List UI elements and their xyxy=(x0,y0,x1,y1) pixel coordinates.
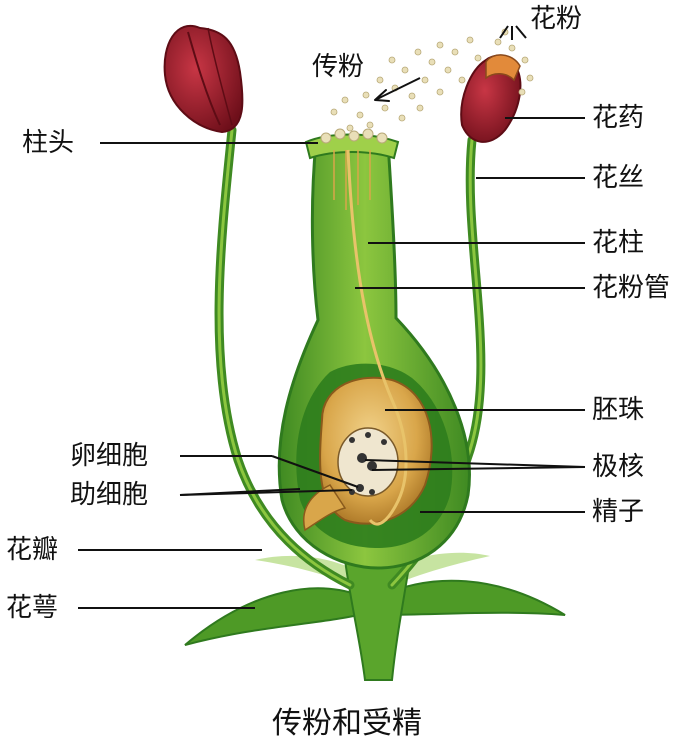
leader-synergid-2 xyxy=(179,488,301,496)
label-style: 花柱 xyxy=(592,228,645,258)
label-anther: 花药 xyxy=(592,103,645,133)
leader-polar-2 xyxy=(371,466,586,471)
anther-right-open xyxy=(485,54,521,82)
sepal-left xyxy=(184,587,374,646)
stalk xyxy=(343,559,412,681)
sepal-right xyxy=(370,579,566,617)
label-sperm: 精子 xyxy=(592,497,645,527)
pollen-callout xyxy=(499,25,527,40)
label-polar-nuclei: 极核 xyxy=(592,452,645,482)
pollination-arrow xyxy=(374,77,421,102)
polar-nucleus-1 xyxy=(357,453,367,463)
leader-egg-cell-diag xyxy=(271,455,359,488)
polar-nucleus-2 xyxy=(367,461,377,471)
embryo-sac xyxy=(337,427,399,497)
label-pollen: 花粉 xyxy=(530,4,583,34)
petal-left xyxy=(255,555,365,590)
label-sepal: 花萼 xyxy=(6,593,59,623)
label-pollen-tube: 花粉管 xyxy=(592,273,671,303)
egg-cell-dot xyxy=(356,484,364,492)
diagram-caption: 传粉和受精 xyxy=(272,706,422,741)
label-filament: 花丝 xyxy=(592,163,645,193)
label-stigma: 柱头 xyxy=(22,128,75,158)
label-synergids: 助细胞 xyxy=(70,480,149,510)
stigma-pollen xyxy=(320,128,388,144)
leader-polar-1 xyxy=(364,459,586,468)
label-pollination: 传粉 xyxy=(312,52,365,82)
label-petal: 花瓣 xyxy=(6,535,59,565)
label-ovule: 胚珠 xyxy=(592,395,645,425)
anther-left xyxy=(163,25,244,134)
label-egg-cell: 卵细胞 xyxy=(70,441,149,471)
